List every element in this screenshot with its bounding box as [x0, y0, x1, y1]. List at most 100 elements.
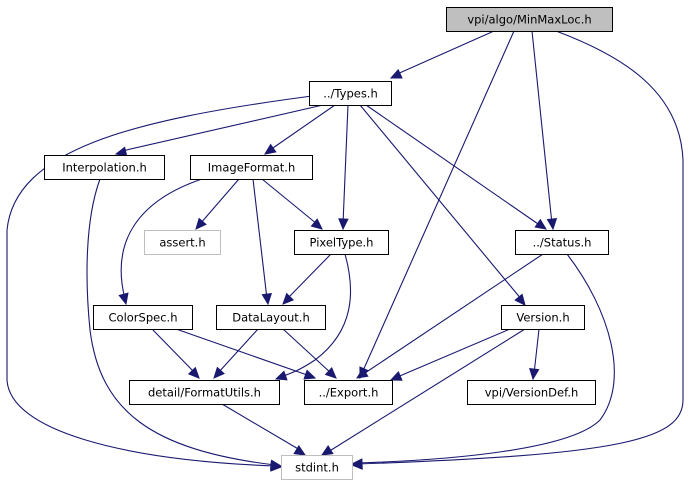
edge-line [120, 178, 203, 300]
node-label: DataLayout.h [232, 311, 310, 325]
node-label: PixelType.h [310, 236, 374, 250]
arrowhead-icon [264, 143, 277, 155]
edge-line [394, 328, 511, 379]
node-box [129, 380, 280, 405]
node-label: ColorSpec.h [109, 311, 178, 325]
node-label: assert.h [159, 236, 205, 250]
node-box [309, 81, 392, 106]
edge-status-to-export [355, 253, 544, 379]
edge-pixtype-to-datalayout [282, 253, 332, 305]
node-label: Interpolation.h [62, 161, 147, 175]
edge-line [359, 104, 523, 301]
arrowhead-icon [195, 217, 207, 230]
edges-layer [6, 30, 684, 472]
edge-line [282, 328, 333, 375]
edge-types-to-interp [114, 104, 324, 157]
arrowhead-icon [274, 370, 288, 381]
edge-colorspec-to-export [175, 328, 317, 380]
edge-line [531, 30, 553, 225]
node-box [93, 305, 193, 330]
edge-datalayout-to-fmtutils [213, 328, 259, 379]
nodes-layer: vpi/algo/MinMaxLoc.h ../Types.hInterpolat… [44, 7, 613, 480]
arrowhead-icon [546, 218, 558, 231]
node-box [190, 155, 313, 180]
node-box [446, 7, 613, 32]
arrowhead-icon [303, 369, 317, 380]
node-box [467, 380, 596, 405]
arrowhead-icon [213, 366, 225, 379]
arrowhead-icon [187, 366, 200, 379]
arrowhead-icon [118, 292, 129, 306]
node-datalayout[interactable]: DataLayout.h [216, 305, 326, 330]
node-label: ImageFormat.h [208, 161, 296, 175]
edge-line [342, 104, 349, 225]
edge-line [86, 178, 276, 466]
edge-line [252, 178, 268, 300]
arrowhead-icon [310, 218, 323, 230]
node-versiondef[interactable]: vpi/VersionDef.h [467, 380, 596, 405]
arrowhead-icon [269, 459, 283, 470]
edge-root-to-types [389, 30, 495, 79]
arrowhead-icon [114, 146, 128, 157]
edge-line [361, 253, 544, 376]
node-box [281, 455, 353, 480]
arrowhead-icon [282, 292, 295, 305]
arrowhead-icon [389, 68, 403, 79]
edge-version-to-versiondef [529, 328, 540, 381]
node-status[interactable]: ../Status.h [515, 230, 609, 255]
edge-line [217, 328, 259, 374]
edge-line [175, 328, 311, 377]
arrowhead-icon [514, 293, 526, 306]
node-pixtype[interactable]: PixelType.h [294, 230, 389, 255]
arrowhead-icon [389, 371, 403, 381]
edge-fmtutils-to-stdint [221, 403, 307, 456]
edge-line [121, 104, 324, 152]
node-label: ../Status.h [533, 236, 592, 250]
edge-version-to-stdint [320, 328, 526, 456]
node-stdint: stdint.h [281, 455, 353, 480]
arrowhead-icon [534, 218, 548, 230]
node-version[interactable]: Version.h [501, 305, 585, 330]
edge-types-to-version [359, 104, 526, 306]
edge-line [361, 30, 515, 374]
edge-line [221, 403, 301, 451]
edge-types-to-pixtype [338, 104, 349, 231]
edge-version-to-export [389, 328, 511, 381]
edge-imgfmt-to-pixtype [261, 178, 323, 230]
edge-line [394, 30, 495, 76]
node-imgfmt[interactable]: ImageFormat.h [190, 155, 313, 180]
node-interp[interactable]: Interpolation.h [44, 155, 165, 180]
edge-line [261, 178, 318, 225]
node-fmtutils[interactable]: detail/FormatUtils.h [129, 380, 280, 405]
edge-status-to-stdint [350, 253, 615, 469]
node-box [216, 305, 326, 330]
arrowhead-icon [350, 458, 363, 469]
node-root[interactable]: vpi/algo/MinMaxLoc.h [446, 7, 613, 32]
node-types[interactable]: ../Types.h [309, 81, 392, 106]
edge-pixtype-to-fmtutils [274, 253, 352, 381]
node-label: detail/FormatUtils.h [148, 386, 261, 400]
edge-colorspec-to-fmtutils [151, 328, 200, 379]
node-box [294, 230, 389, 255]
node-label: vpi/VersionDef.h [485, 386, 579, 400]
node-label: ../Export.h [319, 386, 379, 400]
edge-imgfmt-to-datalayout [252, 178, 272, 306]
edge-types-to-imgfmt [264, 104, 336, 155]
arrowhead-icon [338, 218, 349, 231]
node-colorspec[interactable]: ColorSpec.h [93, 305, 193, 330]
edge-line [6, 95, 313, 467]
edge-line [279, 253, 352, 378]
arrowhead-icon [320, 444, 334, 456]
edge-line [357, 30, 684, 465]
edge-types-to-status [365, 104, 548, 230]
node-export[interactable]: ../Export.h [304, 380, 393, 405]
node-box [501, 305, 585, 330]
node-label: ../Types.h [323, 87, 378, 101]
edge-imgfmt-to-assert [195, 178, 240, 230]
node-label: vpi/algo/MinMaxLoc.h [467, 13, 591, 27]
arrowhead-icon [324, 366, 337, 379]
edge-datalayout-to-export [282, 328, 337, 379]
edge-line [365, 104, 542, 227]
arrowhead-icon [529, 367, 540, 381]
edge-interp-to-stdint [86, 178, 283, 470]
